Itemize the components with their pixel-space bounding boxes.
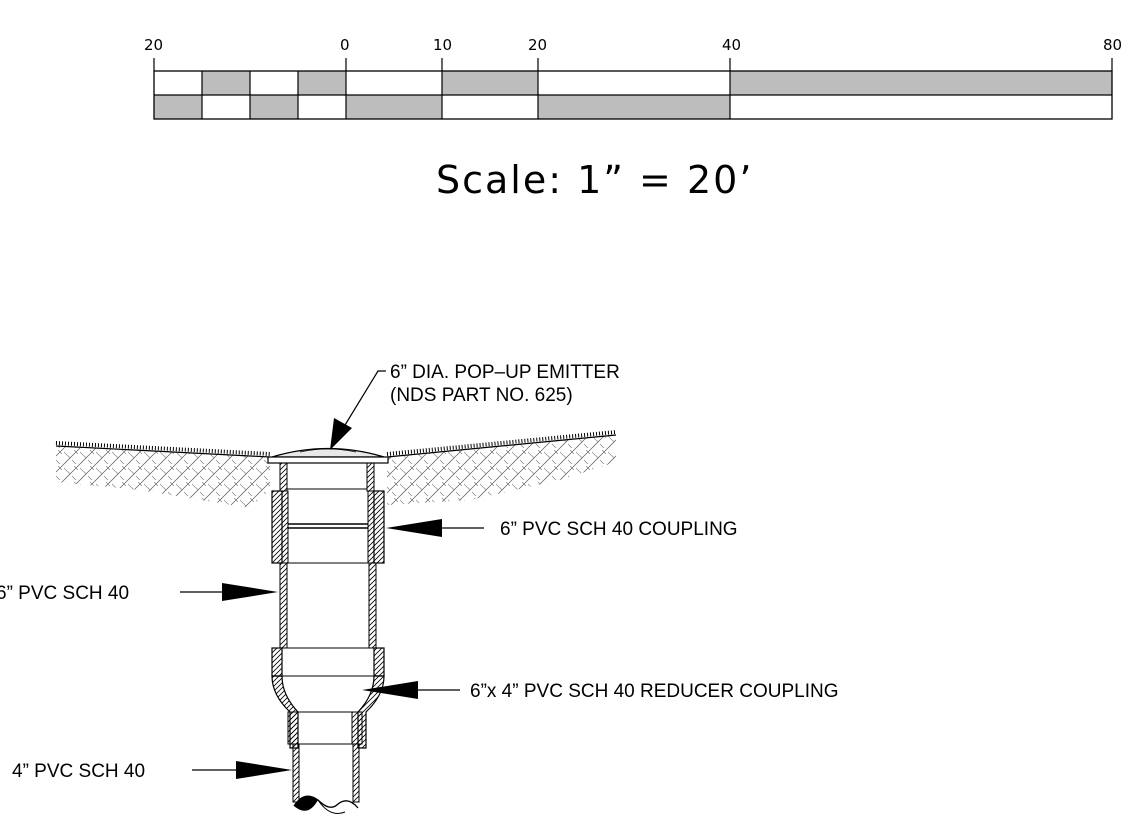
scale-tick-label: 40: [722, 36, 741, 54]
ground: [55, 430, 617, 508]
leaders: [180, 370, 484, 779]
callout-coupling: 6” PVC SCH 40 COUPLING: [500, 519, 738, 540]
scale-tick-label: 20: [528, 36, 547, 54]
callout-pipe-4in: 4” PVC SCH 40: [12, 761, 145, 782]
callouts: 6” DIA. POP–UP EMITTER (NDS PART NO. 625…: [0, 362, 838, 782]
pipe-4in: [292, 743, 360, 814]
coupling-6in: [271, 490, 385, 564]
reducer-coupling: [271, 647, 385, 749]
scale-bar: 20 0 10 20 40 80 Scale: 1” = 20’: [144, 36, 1122, 202]
scale-tick-label: 10: [433, 36, 452, 54]
scale-caption: Scale: 1” = 20’: [436, 158, 753, 202]
callout-pipe-6in: 6” PVC SCH 40: [0, 583, 129, 604]
pop-up-emitter: [267, 447, 389, 464]
scale-tick-label: 80: [1103, 36, 1122, 54]
pipe-assembly: [271, 462, 385, 814]
callout-reducer: 6”x 4” PVC SCH 40 REDUCER COUPLING: [470, 681, 838, 702]
pipe-6in: [279, 562, 377, 649]
scale-tick-label: 0: [340, 36, 350, 54]
callout-emitter-line2: (NDS PART NO. 625): [390, 385, 573, 406]
scale-tick-label: 20: [144, 36, 163, 54]
callout-emitter-line1: 6” DIA. POP–UP EMITTER: [390, 362, 620, 383]
scale-bar-cells: [154, 71, 1112, 119]
